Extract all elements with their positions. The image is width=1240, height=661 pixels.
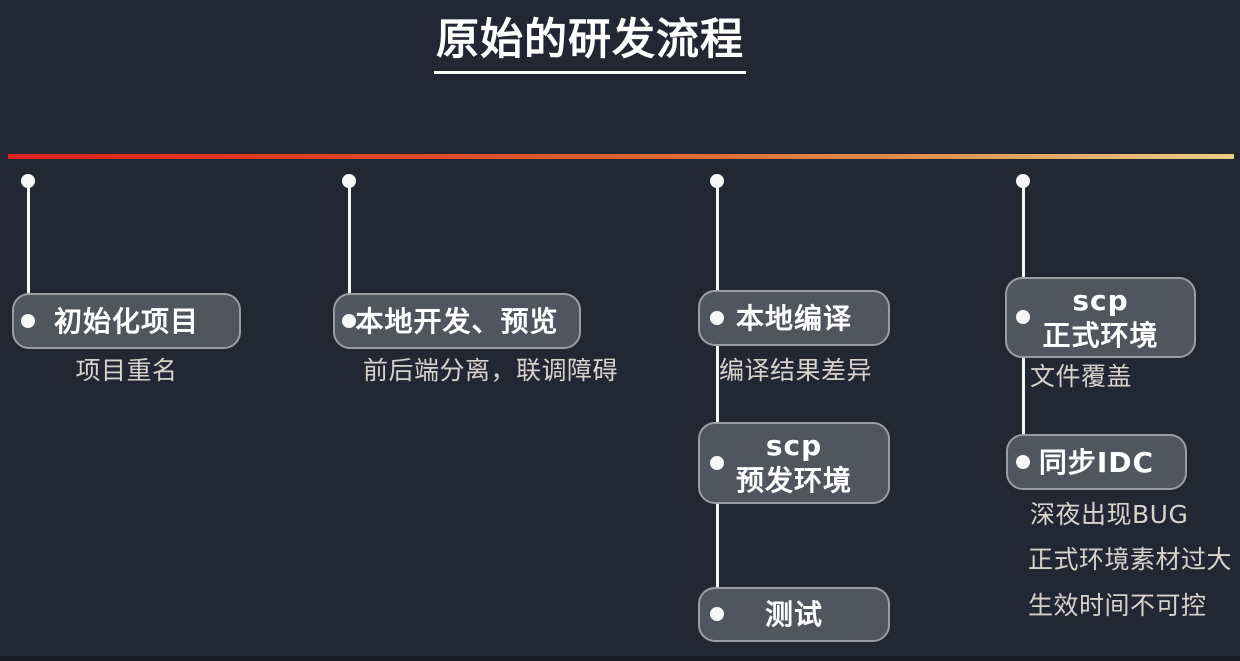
- step-dot-init-project: [21, 314, 35, 328]
- step-dot-local-build: [710, 311, 724, 325]
- step-caption-init-project: 项目重名: [75, 356, 178, 385]
- step-caption-scp-prod: 文件覆盖: [1030, 362, 1133, 391]
- page-title: 原始的研发流程: [434, 16, 746, 75]
- timeline-gradient-bar: [8, 154, 1234, 159]
- timeline-node-dot-col2: [342, 174, 356, 188]
- step-pill-init-project: 初始化项目: [12, 293, 241, 349]
- step-pill-sync-idc: 同步IDC: [1006, 434, 1187, 490]
- step-pill-local-build: 本地编译: [698, 290, 890, 346]
- step-label-test: 测试: [764, 598, 823, 631]
- step-pill-local-dev: 本地开发、预览: [333, 293, 581, 349]
- step-caption-sync-idc-2: 正式环境素材过大: [1028, 545, 1233, 574]
- connector-col1: [26, 181, 30, 321]
- step-dot-sync-idc: [1016, 455, 1030, 469]
- step-caption-local-build: 编译结果差异: [719, 356, 873, 385]
- bottom-edge-strip: [0, 656, 1240, 661]
- step-dot-scp-staging: [710, 456, 724, 470]
- step-dot-test: [710, 607, 724, 621]
- step-label-init-project: 初始化项目: [53, 304, 199, 338]
- step-pill-scp-staging: scp 预发环境: [698, 422, 890, 504]
- step-label-scp-staging: scp 预发环境: [735, 429, 852, 497]
- connector-col3: [715, 181, 719, 614]
- connector-col2: [347, 181, 351, 321]
- step-caption-sync-idc-3: 生效时间不可控: [1028, 591, 1207, 620]
- step-caption-sync-idc-1: 深夜出现BUG: [1030, 500, 1189, 529]
- timeline-node-dot-col4: [1016, 174, 1030, 188]
- step-dot-scp-prod: [1016, 310, 1030, 324]
- step-pill-test: 测试: [698, 587, 890, 642]
- step-label-local-build: 本地编译: [735, 301, 852, 335]
- step-label-local-dev: 本地开发、预览: [355, 304, 559, 338]
- step-label-scp-prod: scp 正式环境: [1042, 283, 1159, 352]
- timeline-node-dot-col1: [21, 174, 35, 188]
- step-dot-local-dev: [342, 314, 356, 328]
- step-pill-scp-prod: scp 正式环境: [1005, 277, 1196, 358]
- step-caption-local-dev: 前后端分离，联调障碍: [363, 356, 619, 385]
- step-label-sync-idc: 同步IDC: [1038, 445, 1155, 479]
- timeline-node-dot-col3: [710, 174, 724, 188]
